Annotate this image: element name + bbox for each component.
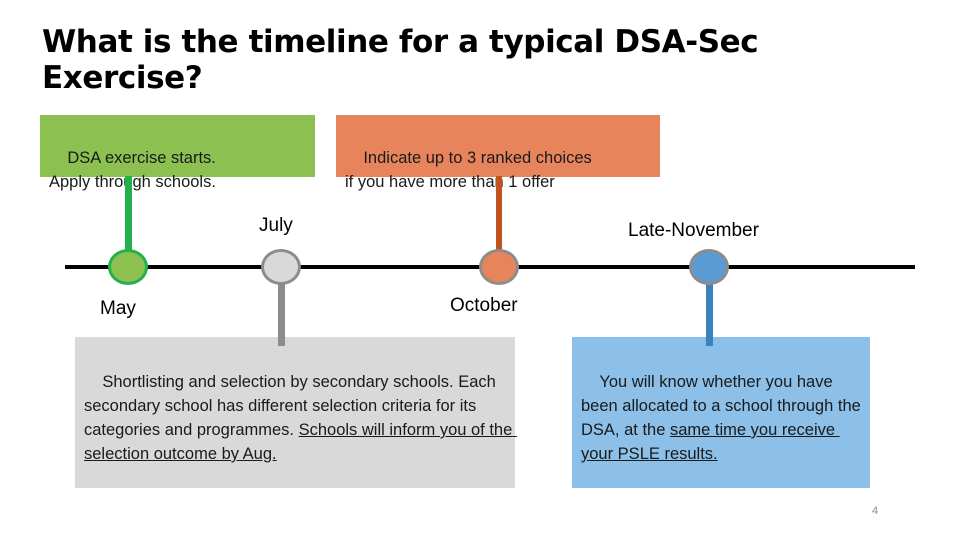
timeline-node-october xyxy=(479,249,519,285)
timeline-node-july xyxy=(261,249,301,285)
page-number: 4 xyxy=(872,505,879,517)
callout-text-july-underlined: Schools will inform you of the selection… xyxy=(84,421,517,463)
callout-box-july: Shortlisting and selection by secondary … xyxy=(75,337,515,488)
connector-late-november xyxy=(706,268,713,346)
timeline-label-july: July xyxy=(259,215,293,236)
callout-text-may: DSA exercise starts. Apply through schoo… xyxy=(49,149,216,191)
timeline-label-may: May xyxy=(100,298,136,319)
callout-box-late-november: You will know whether you have been allo… xyxy=(572,337,870,488)
connector-may xyxy=(125,176,132,268)
timeline-label-october: October xyxy=(450,295,518,316)
callout-box-october: Indicate up to 3 ranked choices if you h… xyxy=(336,115,660,191)
timeline-node-may xyxy=(108,249,148,285)
timeline-label-late-november: Late-November xyxy=(628,220,759,241)
timeline-node-late-november xyxy=(689,249,729,285)
page-title: What is the timeline for a typical DSA-S… xyxy=(42,24,769,96)
callout-text-october: Indicate up to 3 ranked choices if you h… xyxy=(345,149,592,191)
connector-october xyxy=(496,176,502,268)
callout-box-may: DSA exercise starts. Apply through schoo… xyxy=(40,115,315,191)
callout-text-july-plain: Shortlisting and selection by secondary … xyxy=(84,373,501,439)
callout-text-late-november-plain: You will know whether you have been allo… xyxy=(581,373,866,439)
callout-text-late-november-underlined: same time you receive your PSLE results. xyxy=(581,421,840,463)
connector-july xyxy=(278,268,285,346)
